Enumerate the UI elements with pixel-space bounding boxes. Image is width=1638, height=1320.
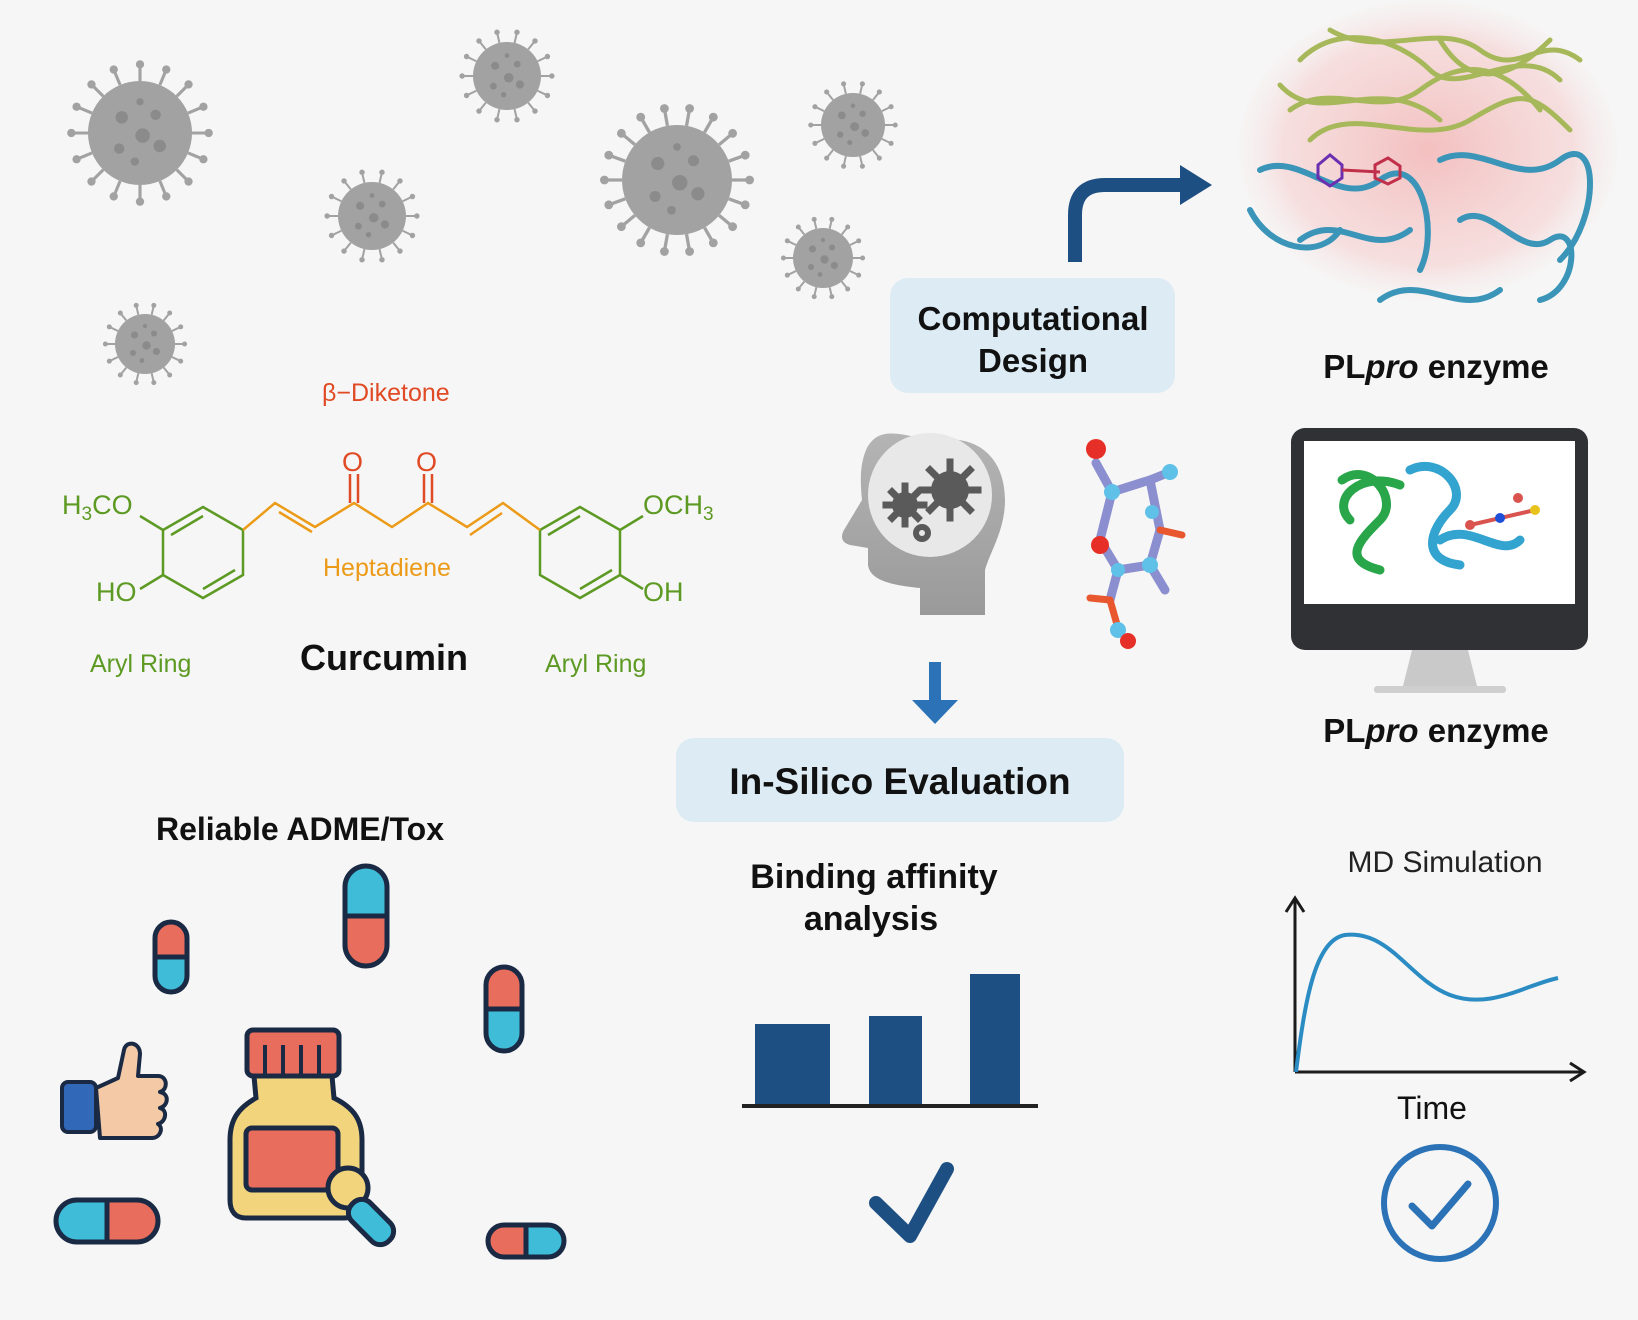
capsule-icon [152, 919, 190, 995]
adme-tox-title: Reliable ADME/Tox [156, 811, 444, 847]
md-x-axis-arrow [1569, 1061, 1587, 1083]
diketone-bonds [348, 474, 434, 503]
binding-affinity-line1: Binding affinity [750, 858, 998, 896]
capsule-icon [342, 863, 390, 969]
methoxy-right-label: OCH3 [643, 490, 714, 525]
head-gears-icon [842, 433, 1005, 615]
magnifier-icon [325, 1165, 397, 1248]
in-silico-evaluation-box: In-Silico Evaluation [676, 738, 1124, 822]
virus-icon [459, 29, 555, 123]
plpro-enzyme-top-label: PLpro enzyme [1323, 348, 1549, 385]
arrow-right-head [1180, 165, 1212, 205]
md-curve [1294, 932, 1559, 1073]
virus-icon [600, 104, 754, 256]
virus-group [67, 29, 898, 386]
hydroxy-left-label: HO [96, 577, 137, 607]
capsule-icon [53, 1197, 161, 1245]
plpro-enzyme-bottom-label: PLpro enzyme [1323, 712, 1549, 749]
heptadiene-chain [242, 501, 541, 537]
molecule-icon [1086, 439, 1186, 649]
md-y-axis-arrow [1284, 895, 1306, 913]
heptadiene-label: Heptadiene [323, 554, 451, 582]
protein-structure-image [1238, 0, 1618, 303]
md-plot [1284, 895, 1587, 1083]
in-silico-evaluation-label: In-Silico Evaluation [729, 761, 1070, 802]
md-simulation-title: MD Simulation [1347, 846, 1542, 879]
virus-icon [808, 81, 898, 169]
arrow-right-icon [1068, 178, 1180, 262]
capsule-icon [485, 1222, 567, 1260]
bar [755, 1024, 830, 1104]
methoxy-left-label: H3CO [62, 490, 133, 525]
aryl-ring-right [538, 505, 644, 600]
md-time-label: Time [1397, 1090, 1467, 1126]
oxygen-label-2: O [416, 447, 437, 477]
check-circle-icon [1381, 1144, 1499, 1262]
curcumin-title: Curcumin [300, 637, 468, 678]
aryl-ring-left-label: Aryl Ring [90, 650, 191, 678]
beta-diketone-label: β−Diketone [322, 379, 450, 407]
oxygen-label-1: O [342, 447, 363, 477]
aryl-ring-right-label: Aryl Ring [545, 650, 646, 678]
hydroxy-right-label: OH [643, 577, 684, 607]
bar-chart-icon [742, 974, 1038, 1108]
thumbs-up-icon [60, 1041, 169, 1140]
bar [970, 974, 1020, 1104]
arrow-down-icon [912, 662, 958, 724]
monitor-icon [1291, 428, 1588, 693]
computational-design-line2: Design [978, 342, 1088, 379]
computational-design-line1: Computational [918, 300, 1149, 337]
virus-icon [102, 302, 188, 386]
check-icon [869, 1162, 954, 1243]
curcumin-structure: β−Diketone [62, 379, 714, 678]
computational-design-box: Computational Design [890, 165, 1212, 393]
virus-icon [67, 60, 213, 206]
binding-affinity-line2: analysis [804, 900, 938, 938]
bar [869, 1016, 922, 1104]
capsule-icon [483, 964, 525, 1054]
aryl-ring-left [139, 505, 245, 600]
virus-icon [780, 216, 866, 300]
virus-icon [324, 169, 420, 263]
